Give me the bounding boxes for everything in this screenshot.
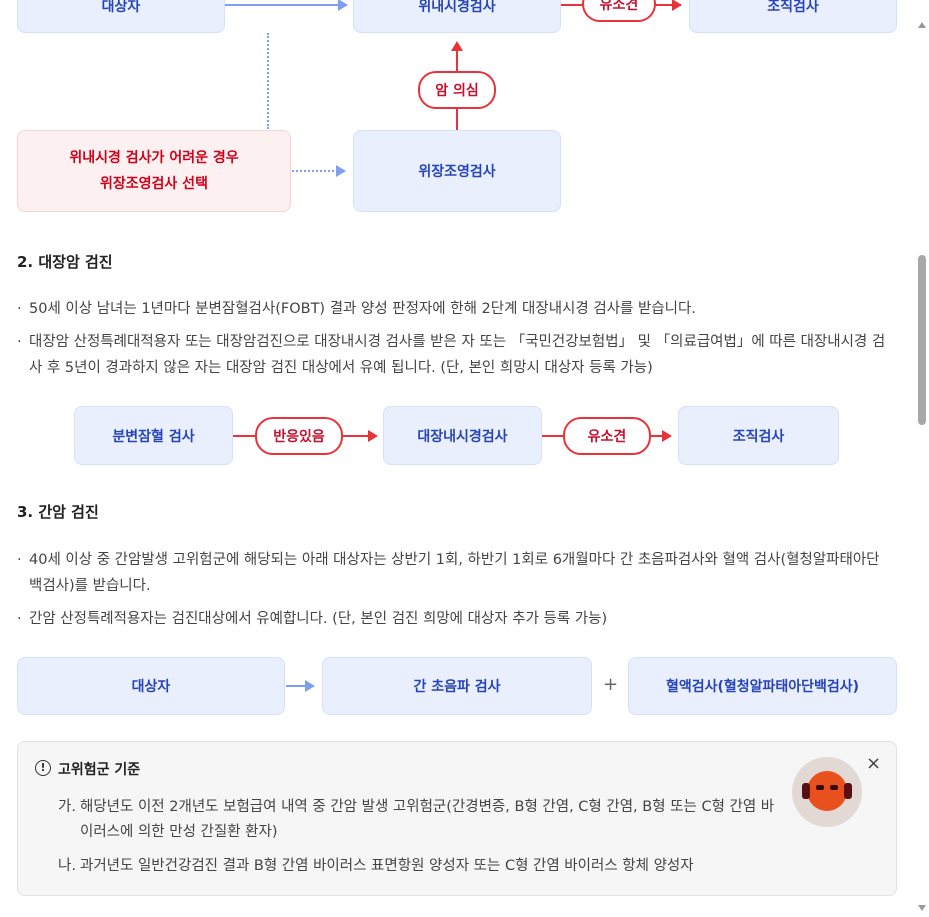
arrow-line [225,4,345,6]
suspect-pill: 암 의심 [418,71,496,109]
high-risk-info-box: ! 고위험군 기준 가.해당년도 이전 2개년도 보험급여 내역 중 간암 발생… [17,741,897,896]
arrow-head [338,0,348,11]
headset-icon [802,783,810,799]
dotted-arrow [292,170,338,172]
item-marker: 나. [58,858,76,874]
label: 대상자 [131,679,171,695]
arrow-head [336,165,346,177]
flow-box-target: 대상자 [17,657,285,715]
headset-icon [844,783,852,799]
arrow-head [451,41,463,51]
flow-box-colonoscopy: 대장내시경검사 [383,406,542,465]
label: 대상자 [101,0,141,15]
scrollbar-thumb[interactable] [918,255,926,425]
chatbot-avatar[interactable] [792,757,862,827]
bullet: 간암 산정특례적용자는 검진대상에서 유예합니다. (단, 본인 검진 희망에 … [17,606,897,632]
flow-box-ultrasound: 간 초음파 검사 [322,657,592,715]
label: 혈액검사(혈청알파태아단백검사) [665,679,860,695]
mascot-eye-icon [830,785,838,790]
label: 반응있음 [273,429,325,445]
label: 위내시경 검사가 어려운 경우 [69,150,239,166]
flow-box-upper-gi: 위장조영검사 [353,130,561,212]
item-text: 해당년도 이전 2개년도 보험급여 내역 중 간암 발생 고위험군(간경변증, … [80,799,775,840]
label: 조직검사 [732,428,785,445]
bullet: 50세 이상 남녀는 1년마다 분변잠혈검사(FOBT) 결과 양성 판정자에 … [17,296,897,322]
label: 암 의심 [435,83,479,99]
flow-box-fobt: 분변잠혈 검사 [74,406,233,465]
label: 유소견 [599,0,639,13]
info-item: 가.해당년도 이전 2개년도 보험급여 내역 중 간암 발생 고위험군(간경변증… [58,795,778,845]
arrow-head [305,680,315,692]
close-button[interactable]: × [866,753,882,774]
positive-pill: 반응있음 [255,417,343,455]
item-marker: 가. [58,799,76,815]
scrollbar[interactable] [915,0,929,917]
arrow-head [662,430,672,442]
scroll-up-icon[interactable] [918,22,926,28]
label: 간 초음파 검사 [413,679,501,695]
label: 조직검사 [767,0,819,15]
bullet: 대장암 산정특례대적용자 또는 대장암검진으로 대장내시경 검사를 받은 자 또… [17,329,897,381]
section-heading-colon: 2. 대장암 검진 [17,253,113,271]
flow-box-biopsy: 조직검사 [678,406,839,465]
alert-circle-icon: ! [35,760,51,776]
label: 위장조영검사 [418,164,496,180]
bullet: 40세 이상 중 간암발생 고위험군에 해당되는 아래 대상자는 상반기 1회,… [17,547,897,599]
item-text: 과거년도 일반건강검진 결과 B형 간염 바이러스 표면항원 양성자 또는 C형… [80,858,694,874]
label: 위내시경검사 [418,0,496,15]
dotted-connector [267,33,269,129]
label: 유소견 [587,429,627,445]
plus-sign: + [603,674,619,695]
arrow-head [672,0,682,11]
flow-box-endoscopy: 위내시경검사 [353,0,561,33]
section-heading-liver: 3. 간암 검진 [17,503,99,521]
mascot-eye-icon [816,785,824,790]
label: 위장조영검사 선택 [100,176,208,192]
finding-pill: 유소견 [563,417,651,455]
flow-box-target: 대상자 [17,0,225,33]
arrow-line [286,685,308,687]
label: 대장내시경검사 [417,428,508,445]
finding-pill: 유소견 [582,0,656,22]
arrow-head [368,430,378,442]
flow-box-blood-test: 혈액검사(혈청알파태아단백검사) [628,657,897,715]
scroll-down-icon[interactable] [918,905,926,911]
info-title: 고위험군 기준 [58,762,141,778]
label: 분변잠혈 검사 [112,428,195,445]
info-item: 나.과거년도 일반건강검진 결과 B형 간염 바이러스 표면항원 양성자 또는 … [58,854,778,879]
flow-box-biopsy: 조직검사 [689,0,897,33]
mascot-face-icon [807,771,847,811]
